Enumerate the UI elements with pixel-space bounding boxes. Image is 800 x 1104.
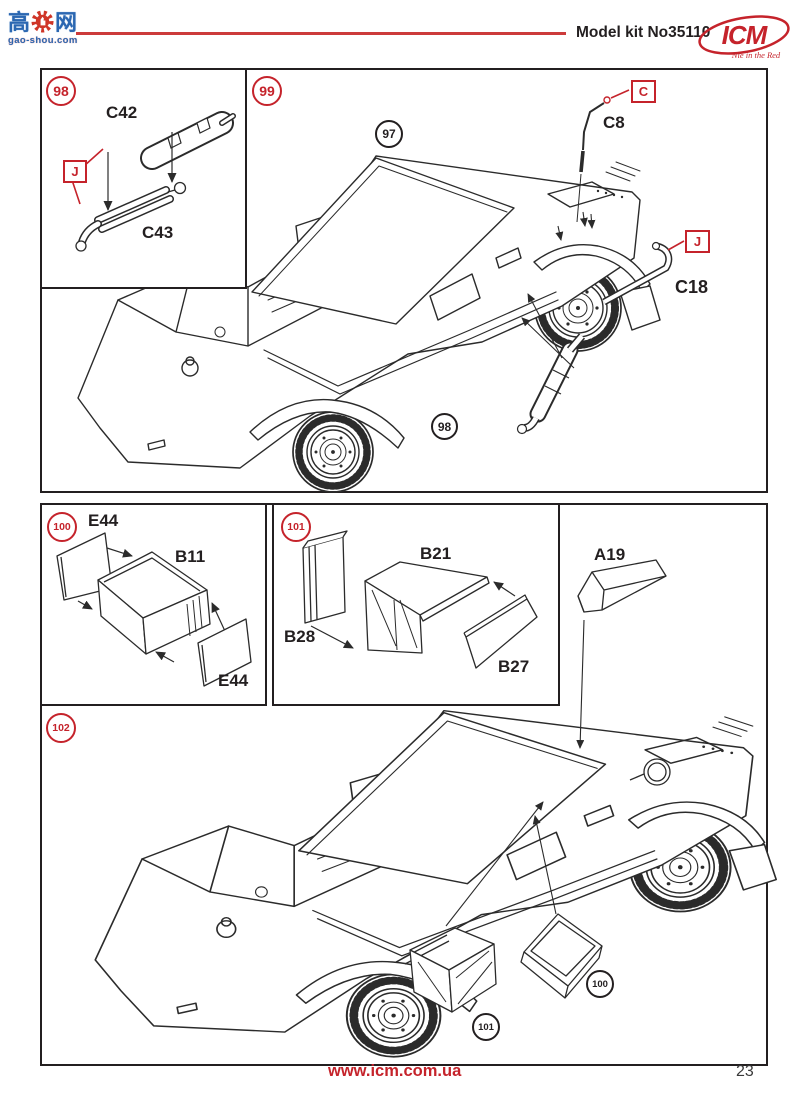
step-100-number: 100: [47, 512, 77, 542]
icm-logo-tagline: Nie in the Red: [731, 50, 781, 60]
step-101-number: 101: [281, 512, 311, 542]
paint-code-c-step99: C: [631, 80, 656, 103]
part-label-b27: B27: [498, 657, 530, 676]
part-label-b21: B21: [420, 544, 452, 563]
part-label-a19: A19: [594, 545, 626, 564]
kit-number: Model kit No35110: [576, 24, 711, 41]
website-url: www.icm.com.ua: [328, 1062, 462, 1080]
part-label-e44-top: E44: [88, 511, 119, 530]
part-label-c8: C8: [603, 113, 625, 132]
icm-logo: ICM Nie in the Red: [698, 15, 790, 60]
step-99-number: 99: [252, 76, 282, 106]
icm-logo-text: ICM: [722, 20, 769, 50]
watermark-domain: gao-shou.com: [8, 35, 78, 46]
part-label-c42: C42: [106, 103, 138, 122]
ref-circle-100: 100: [586, 970, 614, 998]
part-label-e44-bottom: E44: [218, 671, 249, 690]
header-rule: [76, 32, 566, 35]
watermark-char-right: 网: [55, 10, 78, 35]
ref-circle-101: 101: [472, 1013, 500, 1041]
part-label-b11: B11: [175, 547, 206, 566]
part-label-b28: B28: [284, 627, 316, 646]
step-102-number: 102: [46, 713, 76, 743]
ref-circle-98: 98: [431, 413, 458, 440]
watermark-char-left: 高: [8, 10, 31, 35]
part-label-c18: C18: [675, 277, 709, 297]
step-98-number: 98: [46, 76, 76, 106]
watermark-logo: 高 网 gao-shou.com: [8, 5, 78, 46]
paint-code-j-step99: J: [685, 230, 710, 253]
ref-circle-97: 97: [375, 120, 403, 148]
page-number: 23: [736, 1063, 754, 1080]
gear-thumb-icon: [31, 9, 54, 33]
paint-code-j-step98: J: [63, 160, 87, 183]
part-label-c43: C43: [142, 223, 174, 242]
